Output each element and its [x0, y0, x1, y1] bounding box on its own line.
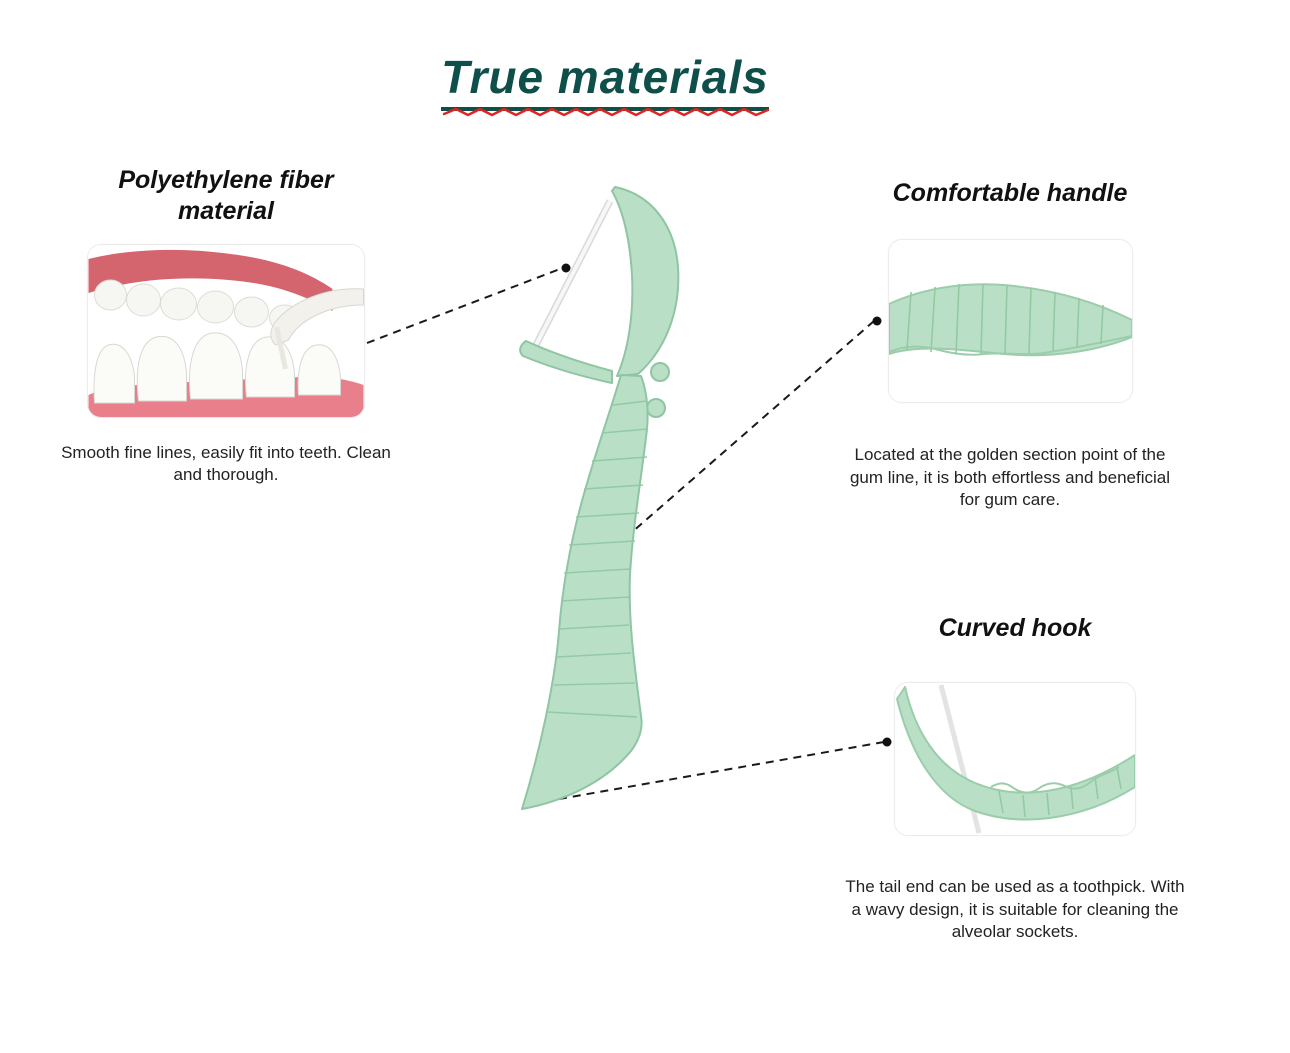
connector-dot-hook: [882, 737, 892, 747]
page-title: True materials: [441, 50, 769, 111]
feature-hook-caption: The tail end can be used as a toothpick.…: [845, 877, 1185, 942]
feature-handle: Comfortable handle Located a: [830, 178, 1190, 512]
feature-hook-heading: Curved hook: [938, 614, 1092, 642]
connector-dot-handle: [872, 316, 882, 326]
connector-handle: [630, 320, 875, 534]
connector-dot-fiber: [561, 263, 571, 273]
floss-pick-svg: [519, 186, 680, 810]
hook-detail-image: [894, 682, 1136, 837]
feature-fiber-caption: Smooth fine lines, easily fit into teeth…: [61, 442, 391, 484]
connector-fiber: [366, 268, 561, 344]
feature-hook: Curved hook The tail end can be used as …: [830, 613, 1200, 944]
teeth-floss-image: [87, 243, 365, 418]
feature-fiber-heading: Polyethylene fiber material: [118, 166, 334, 226]
title-block: True materials: [0, 50, 1210, 111]
curved-tail-illustration: [895, 683, 1135, 836]
handle-detail-image: [887, 239, 1133, 404]
floss-pick-illustration: [470, 175, 730, 850]
teeth-floss-illustration: [88, 244, 364, 417]
red-squiggle-underline: [442, 107, 770, 117]
feature-handle-caption: Located at the golden section point of t…: [849, 445, 1171, 510]
feature-handle-heading: Comfortable handle: [892, 179, 1128, 207]
feature-fiber: Polyethylene fiber material: [60, 165, 392, 486]
handle-texture-illustration: [888, 240, 1132, 403]
connector-hook: [524, 741, 885, 806]
